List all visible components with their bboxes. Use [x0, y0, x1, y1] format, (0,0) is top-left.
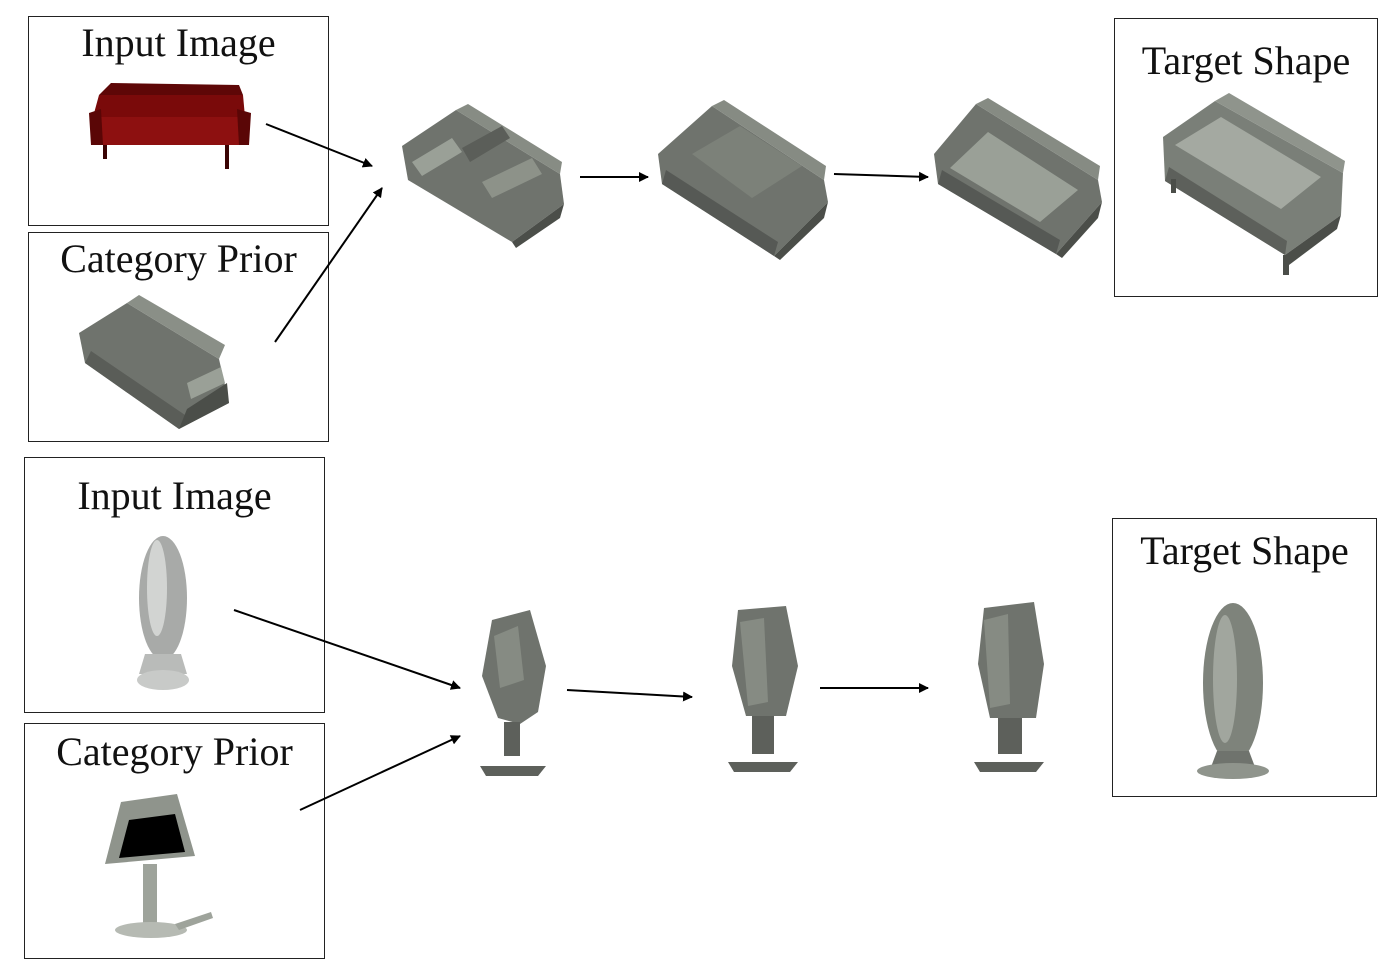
- panel-label: Category Prior: [60, 236, 297, 281]
- panel-label: Input Image: [81, 20, 276, 65]
- lamp-prior-mesh: [105, 794, 213, 938]
- target-shape-panel-lamp: Target Shape: [1112, 518, 1377, 797]
- lamp-mesh-step-1: [480, 610, 546, 776]
- panel-label: Category Prior: [56, 729, 293, 774]
- lamp-mesh-step-3: [974, 602, 1044, 772]
- sofa-mesh-step-3: [934, 98, 1102, 258]
- category-prior-panel-lamp: Category Prior: [24, 723, 325, 959]
- arrow-prior-to-mesh-sofa: [274, 187, 383, 343]
- lamp-mesh-step-2: [728, 606, 798, 772]
- input-image-panel-lamp: Input Image: [24, 457, 325, 713]
- panel-label: Target Shape: [1141, 38, 1351, 83]
- sofa-target-mesh: [1163, 93, 1345, 275]
- target-shape-panel-sofa: Target Shape: [1114, 18, 1378, 297]
- panel-label: Target Shape: [1140, 528, 1349, 573]
- sofa-photo: [89, 83, 251, 169]
- arrow-input-to-mesh-lamp: [233, 609, 461, 690]
- arrow-step2-to-step3-sofa: [833, 171, 929, 182]
- lamp-target-mesh: [1197, 603, 1269, 779]
- sofa-mesh-step-1: [402, 104, 564, 248]
- arrow-input-to-mesh-sofa: [265, 123, 373, 168]
- arrow-prior-to-mesh-lamp: [299, 735, 461, 811]
- arrow-step1-to-step2-lamp: [566, 689, 693, 702]
- sofa-mesh-step-2: [658, 100, 828, 260]
- input-image-panel-sofa: Input Image: [28, 16, 329, 226]
- panel-label: Input Image: [77, 473, 272, 518]
- lamp-photo: [137, 536, 189, 690]
- sofa-prior-mesh: [79, 295, 229, 429]
